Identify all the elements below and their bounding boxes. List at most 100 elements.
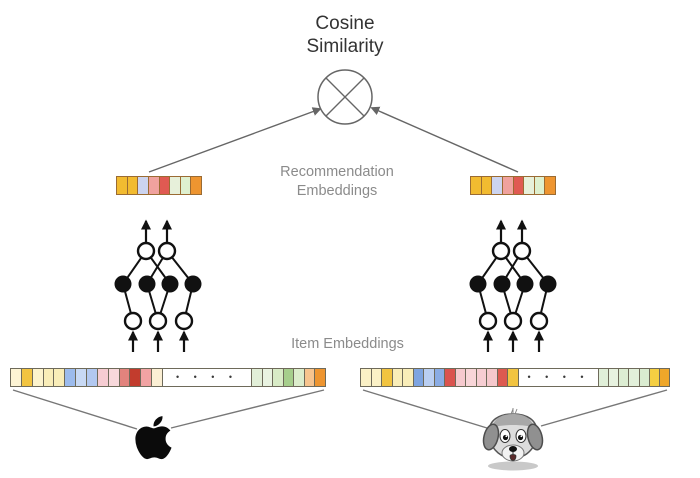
right-item-funnel-lines [362,389,668,429]
dog-tongue [509,454,517,461]
embedding-cell [508,369,519,386]
embedding-cells [117,177,201,194]
embedding-cell [152,369,164,386]
embedding-cell [629,369,640,386]
embedding-cells [471,177,555,194]
similarity-arrows [148,106,519,173]
embedding-cell [534,177,546,194]
embedding-cell [513,177,525,194]
embedding-cell [649,369,660,386]
embedding-cell [170,177,181,194]
embedding-cell [471,177,482,194]
input-arrows [483,330,544,352]
embedding-cell [315,369,326,386]
dog-nose [509,446,517,452]
embedding-cell [127,177,139,194]
open-nodes [478,241,549,331]
embedding-cell [119,369,131,386]
multiply-icon [325,77,365,117]
dog-right-ear [526,423,544,451]
left-item-funnel-lines [12,389,325,430]
embedding-cell [97,369,109,386]
embedding-cell [502,177,514,194]
embedding-cell [392,369,404,386]
dog-icon [482,408,544,471]
embedding-cell [141,369,153,386]
embedding-cell [487,369,498,386]
right-tower-network [469,219,557,352]
embedding-cells [252,369,326,386]
embedding-cell [524,177,535,194]
embedding-cell [148,177,160,194]
embedding-cell [87,369,98,386]
output-arrows [496,219,527,242]
embedding-cell [609,369,620,386]
apple-icon [135,416,172,460]
embedding-cell [361,369,372,386]
diagram-title: Cosine Similarity [250,12,440,58]
embedding-cell [43,369,55,386]
embedding-cell [11,369,22,386]
input-arrows [128,330,189,352]
title-line1: Cosine [315,13,375,34]
embedding-cell [371,369,383,386]
recommendation-embeddings-label: Recommendation Embeddings [280,164,394,199]
embedding-cell [434,369,446,386]
hidden-nodes [469,275,557,293]
left-tower-network [114,219,202,352]
embedding-cell [117,177,128,194]
embedding-cell [159,177,171,194]
embedding-cell [413,369,425,386]
embedding-cell [304,369,316,386]
embedding-cell [424,369,435,386]
cosine-similarity-node [317,69,373,125]
embedding-cell [403,369,414,386]
embedding-cell [476,369,488,386]
embedding-cell [545,177,555,194]
embedding-cell [283,369,295,386]
embedding-cell [619,369,630,386]
embedding-cell [382,369,393,386]
embedding-cell [659,369,669,386]
right-item-embedding-bar: • • • • [360,368,670,387]
embedding-cell [138,177,149,194]
ellipsis-dots: • • • • [163,369,252,386]
embedding-cell [455,369,467,386]
embedding-cell [65,369,77,386]
open-nodes [123,241,194,331]
embedding-cell [108,369,120,386]
embedding-cell [481,177,493,194]
embedding-cell [191,177,201,194]
embedding-cell [294,369,305,386]
embedding-cell [130,369,142,386]
embedding-cells [361,369,519,386]
item-embeddings-label: Item Embeddings [291,336,404,352]
right-recommendation-embedding-bar [470,176,556,195]
embedding-cells [11,369,164,386]
left-item-embedding-bar: • • • • [10,368,326,387]
embedding-cell [262,369,274,386]
left-tower-arrow [148,107,322,173]
embedding-cell [21,369,33,386]
dog-left-ear [482,423,500,451]
embedding-cells [599,369,669,386]
dog-shadow [488,461,538,471]
embedding-cell [273,369,284,386]
embedding-cell [252,369,263,386]
embedding-cell [492,177,503,194]
embedding-cell [76,369,88,386]
ellipsis-dots: • • • • [519,369,599,386]
embedding-cell [599,369,610,386]
title-line2: Similarity [306,36,384,57]
dog-hair-tuft [510,408,518,415]
embedding-cell [639,369,650,386]
hidden-nodes [114,275,202,293]
embedding-cell [54,369,66,386]
embedding-cell [466,369,477,386]
right-tower-arrow [370,106,519,173]
left-recommendation-embedding-bar [116,176,202,195]
embedding-cell [497,369,509,386]
embedding-cell [445,369,456,386]
